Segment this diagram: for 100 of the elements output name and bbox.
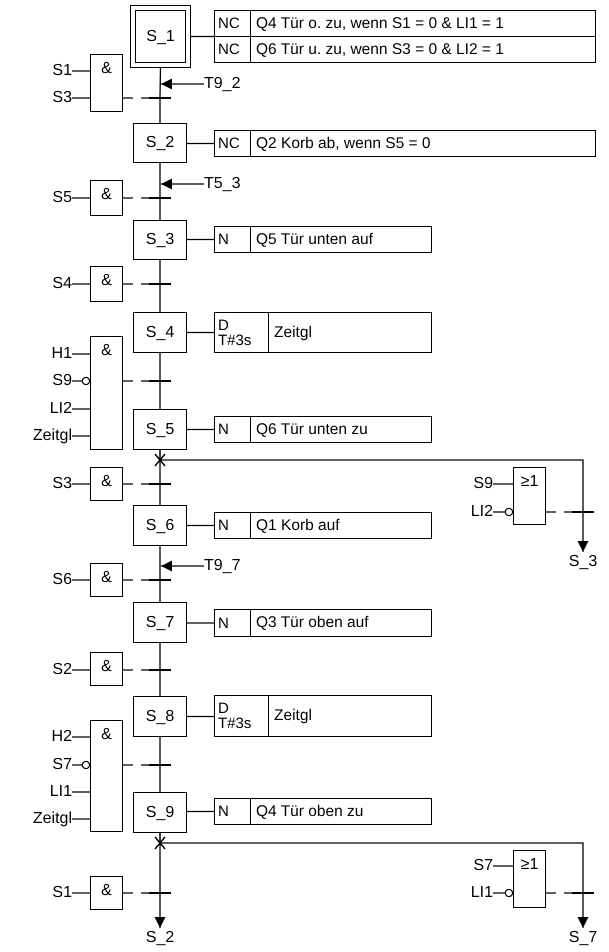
action-block [214,416,432,443]
connection-line [159,643,161,669]
connection-line [159,546,161,579]
connection-line [159,485,161,505]
action-block [214,10,596,37]
action-text: Q4 Tür o. zu, wenn S1 = 0 & LI1 = 1 [255,14,504,34]
connection-line [159,99,161,123]
connection-line [159,68,162,98]
action-text: Zeitgl [273,706,312,726]
connection-line [187,238,214,240]
signal-label: S4 [10,275,72,293]
step-box: S_9 [133,792,187,833]
signal-label: S9 [440,475,493,493]
transition-name: T9_2 [204,74,254,94]
action-text: Q6 Tür unten zu [255,420,368,440]
step-box: S_3 [133,220,187,260]
connection-line [159,285,161,312]
logic-gate: ≥1 [513,850,546,908]
logic-gate: & [90,266,123,302]
connection-line [493,483,513,485]
transition-name: T9_7 [204,556,254,576]
arrow [578,894,588,928]
signal-label: S9 [10,372,72,390]
connection-line [187,524,214,526]
jump-target-label: S_2 [140,928,180,948]
connection-line [159,581,161,602]
condition-line [123,892,149,894]
step-box: S_8 [133,696,187,737]
connection-line [72,70,90,72]
action-qualifier: N [215,417,251,442]
connection-line [159,353,161,380]
logic-gate: & [90,336,123,450]
connection-line [493,865,513,867]
logic-gate: & [90,563,123,597]
action-block [214,512,432,539]
signal-label: H1 [10,345,72,363]
connection-line [191,36,214,38]
condition-line [123,380,149,382]
connection-line [159,671,161,696]
arrow [161,178,204,190]
condition-line [123,669,149,671]
connection-line [187,810,214,812]
step-box: S_2 [133,123,187,163]
action-text: Zeitgl [273,322,312,342]
connection-line [159,199,161,220]
action-text: Q1 Korb auf [255,516,340,536]
step-box: S_6 [133,505,187,546]
action-block [214,226,432,253]
signal-label: Zeitgl [5,427,72,445]
signal-label: S3 [10,475,72,493]
initial-step-box: S_1 [130,5,191,68]
signal-label: S6 [10,571,72,589]
signal-label: Zeitgl [5,810,72,828]
connection-line [72,818,90,820]
action-qualifier: NC [215,37,251,62]
signal-label: S7 [440,857,493,875]
connection-line [159,450,584,511]
connection-line [72,353,90,355]
logic-gate: & [90,180,123,216]
step-box: S_5 [133,409,187,450]
signal-label: S3 [10,89,72,107]
connection-line [72,408,90,410]
connection-line [159,382,161,409]
action-block [214,312,432,353]
connection-line [159,833,584,892]
jump-target-label: S_3 [563,552,603,572]
action-text: Q4 Tür oben zu [255,802,364,822]
signal-label: LI1 [10,783,72,801]
condition-line [123,579,149,581]
signal-label: LI1 [440,884,493,902]
action-qualifier: N [215,610,251,636]
action-block [214,695,432,737]
signal-label: S1 [10,884,72,902]
action-text: Q3 Tür oben auf [255,613,369,633]
connection-line [159,260,161,283]
action-qualifier: D T#3s [215,696,269,736]
connection-line [159,766,161,792]
step-box: S_4 [133,312,187,353]
arrow [161,560,204,572]
negated-input-line [493,888,514,898]
logic-gate: & [90,467,123,501]
condition-line [546,892,572,894]
transition-name: T5_3 [204,174,254,194]
condition-line [123,483,149,485]
connection-line [187,428,214,430]
condition-line [123,97,149,99]
connection-line [72,483,90,485]
action-qualifier: N [215,227,251,252]
connection-line [187,716,214,718]
logic-gate: & [90,720,123,832]
action-qualifier: D T#3s [215,313,269,352]
logic-gate: ≥1 [513,467,546,525]
connection-line [72,283,90,285]
condition-line [123,283,149,285]
logic-gate: & [90,652,123,686]
connection-line [72,197,90,199]
negated-input-line [493,508,514,516]
connection-line [72,791,90,793]
arrow [161,78,204,90]
connection-line [159,737,161,764]
